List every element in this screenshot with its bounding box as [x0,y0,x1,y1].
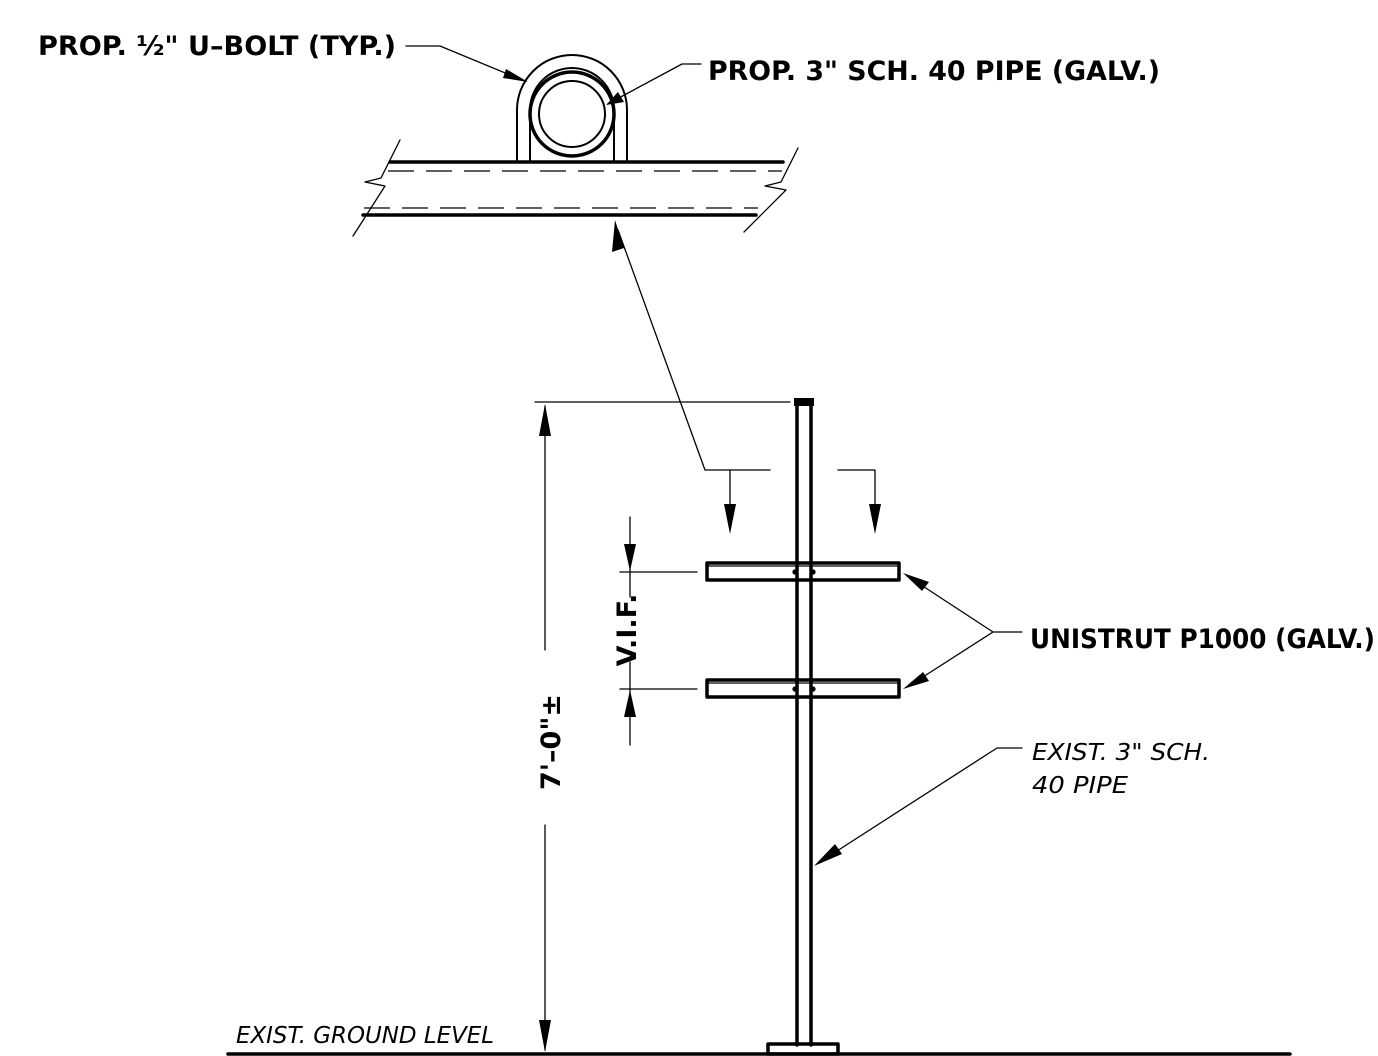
section-cut-right-line [837,469,876,513]
unistrut-leader [911,578,1023,685]
unistrut-lower-bolt-left [792,686,798,692]
section-leader-arrowhead [612,220,624,252]
unistrut-upper-bolt-left [792,569,798,575]
height-arrowhead-top [539,404,551,436]
height-dimension: 7'–0"± [534,401,791,1052]
spacing-dimension-text: V.I.F. [612,594,643,667]
break-line-right [743,147,799,233]
unistrut-label: UNISTRUT P1000 (GALV.) [1030,624,1375,655]
section-cut-left-arrowhead [724,504,736,534]
exist-pipe-leader-arrowhead [814,844,842,866]
prop-pipe-inner-circle [538,80,606,148]
elevation-view [226,398,1292,1056]
exist-pipe-label-line2: 40 PIPE [1032,773,1129,799]
section-cut-marker [612,220,881,534]
u-bolt-label: PROP. ½" U–BOLT (TYP.) [38,31,396,62]
u-bolt-leader [405,45,516,78]
exist-pipe-label-line1: EXIST. 3" SCH. [1032,740,1210,766]
break-line-left [352,139,401,237]
top-leaders [405,45,702,105]
prop-pipe-leader-arrowhead [606,92,624,105]
unistrut-lower [705,678,901,699]
unistrut-lower-bolt-right [810,686,816,692]
u-bolt-leader-arrowhead [503,69,528,82]
post-cap [794,398,814,406]
u-bolt-outer [516,54,628,163]
unistrut-leader-arrowhead-lower [903,672,929,689]
spacing-arrowhead-top [624,544,636,571]
section-leader [617,229,771,471]
unistrut-leader-arrowhead-upper [903,573,929,591]
prop-pipe-outer-circle [528,70,616,158]
spacing-arrowhead-bottom [624,690,636,717]
section-view [352,54,799,237]
section-cut-right-arrowhead [869,504,881,534]
exist-pipe-leader [822,747,1023,861]
height-arrowhead-bottom [539,1020,551,1052]
spacing-dimension: V.I.F. [612,516,698,746]
height-dimension-text: 7'–0"± [536,694,567,790]
unistrut-upper-bolt-right [810,569,816,575]
prop-pipe-label: PROP. 3" SCH. 40 PIPE (GALV.) [708,56,1160,87]
ground-level-label: EXIST. GROUND LEVEL [236,1023,494,1049]
elevation-leaders [814,573,1023,866]
prop-pipe-leader [614,63,702,101]
unistrut-upper [705,561,901,582]
